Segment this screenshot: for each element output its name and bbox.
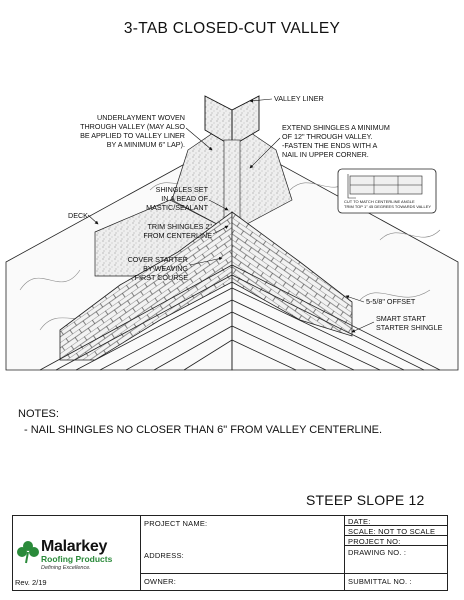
note-item: - NAIL SHINGLES NO CLOSER THAN 6" FROM V… — [24, 424, 383, 436]
svg-text:BY WEAVING: BY WEAVING — [143, 264, 188, 273]
submittal-no-label: SUBMITTAL NO. : — [348, 577, 412, 586]
inset-note-1: CUT TO MATCH CENTERLINE ANGLE — [344, 199, 415, 204]
svg-text:COVER STARTER: COVER STARTER — [128, 255, 188, 264]
svg-text:IN A BEAD OF: IN A BEAD OF — [161, 194, 208, 203]
label-trim-shingles: TRIM SHINGLES 2" FROM CENTERLINE — [143, 222, 229, 240]
svg-text:SMART START: SMART START — [376, 314, 426, 323]
eave-lines — [39, 264, 441, 371]
label-extend-shingles: EXTEND SHINGLES A MINIMUM OF 12" THROUGH… — [249, 123, 390, 169]
shamrock-icon — [17, 541, 39, 564]
logo-tagline: Defining Excellence. — [41, 565, 91, 571]
label-deck: DECK — [68, 211, 88, 220]
label-offset: 5-5/8" OFFSET — [366, 297, 416, 306]
svg-text:FIRST COURSE: FIRST COURSE — [135, 273, 189, 282]
label-valley-liner: VALLEY LINER — [274, 94, 324, 103]
owner-label: OWNER: — [144, 577, 177, 586]
project-no-label: PROJECT NO: — [348, 537, 401, 546]
scale-label: SCALE: NOT TO SCALE — [348, 527, 436, 536]
valley-detail-drawing: CUT TO MATCH CENTERLINE ANGLE TRIM TOP 1… — [5, 94, 459, 371]
drawing-title: 3-TAB CLOSED-CUT VALLEY — [123, 20, 341, 37]
label-shingles-set: SHINGLES SET IN A BEAD OF MASTIC/SEALANT — [146, 185, 229, 212]
svg-text:BE APPLIED TO VALLEY LINER: BE APPLIED TO VALLEY LINER — [80, 131, 185, 140]
svg-text:NAIL IN UPPER CORNER.: NAIL IN UPPER CORNER. — [282, 150, 369, 159]
svg-text:EXTEND SHINGLES A MINIMUM: EXTEND SHINGLES A MINIMUM — [282, 123, 390, 132]
logo-name: Malarkey — [41, 538, 108, 555]
malarkey-logo: Malarkey Roofing Products Defining Excel… — [17, 538, 141, 578]
label-cover-starter: COVER STARTER BY WEAVING FIRST COURSE — [128, 255, 223, 282]
svg-text:FROM CENTERLINE: FROM CENTERLINE — [143, 231, 212, 240]
svg-text:STARTER SHINGLE: STARTER SHINGLE — [376, 323, 443, 332]
date-label: DATE: — [348, 517, 371, 526]
label-smart-start: SMART START STARTER SHINGLE — [351, 314, 443, 333]
revision: Rev. 2/19 — [15, 578, 47, 587]
title-block: Malarkey Roofing Products Defining Excel… — [12, 515, 448, 591]
svg-text:UNDERLAYMENT WOVEN: UNDERLAYMENT WOVEN — [97, 113, 185, 122]
notes-section: NOTES: - NAIL SHINGLES NO CLOSER THAN 6"… — [18, 406, 382, 438]
cut-detail-inset: CUT TO MATCH CENTERLINE ANGLE TRIM TOP 1… — [337, 168, 437, 214]
project-name-label: PROJECT NAME: — [144, 519, 208, 528]
svg-text:BY A MINIMUM 6" LAP).: BY A MINIMUM 6" LAP). — [107, 140, 185, 149]
steep-slope-label: STEEP SLOPE 12 — [306, 492, 425, 508]
svg-text:THROUGH VALLEY (MAY ALSO: THROUGH VALLEY (MAY ALSO — [80, 122, 185, 131]
svg-text:-FASTEN THE ENDS WITH A: -FASTEN THE ENDS WITH A — [282, 141, 378, 150]
svg-text:MASTIC/SEALANT: MASTIC/SEALANT — [146, 203, 209, 212]
label-underlayment: UNDERLAYMENT WOVEN THROUGH VALLEY (MAY A… — [80, 113, 213, 151]
address-label: ADDRESS: — [144, 551, 184, 560]
svg-text:SHINGLES SET: SHINGLES SET — [156, 185, 209, 194]
drawing-no-label: DRAWING NO. : — [348, 548, 407, 557]
valley-liner — [204, 95, 260, 221]
logo-sub: Roofing Products — [41, 554, 113, 564]
notes-heading: NOTES: — [18, 408, 59, 420]
inset-note-2: TRIM TOP 1" 45 DEGREES TOWARDS VALLEY — [344, 204, 431, 209]
svg-text:TRIM SHINGLES 2": TRIM SHINGLES 2" — [148, 222, 213, 231]
svg-text:OF 12" THROUGH VALLEY.: OF 12" THROUGH VALLEY. — [282, 132, 372, 141]
